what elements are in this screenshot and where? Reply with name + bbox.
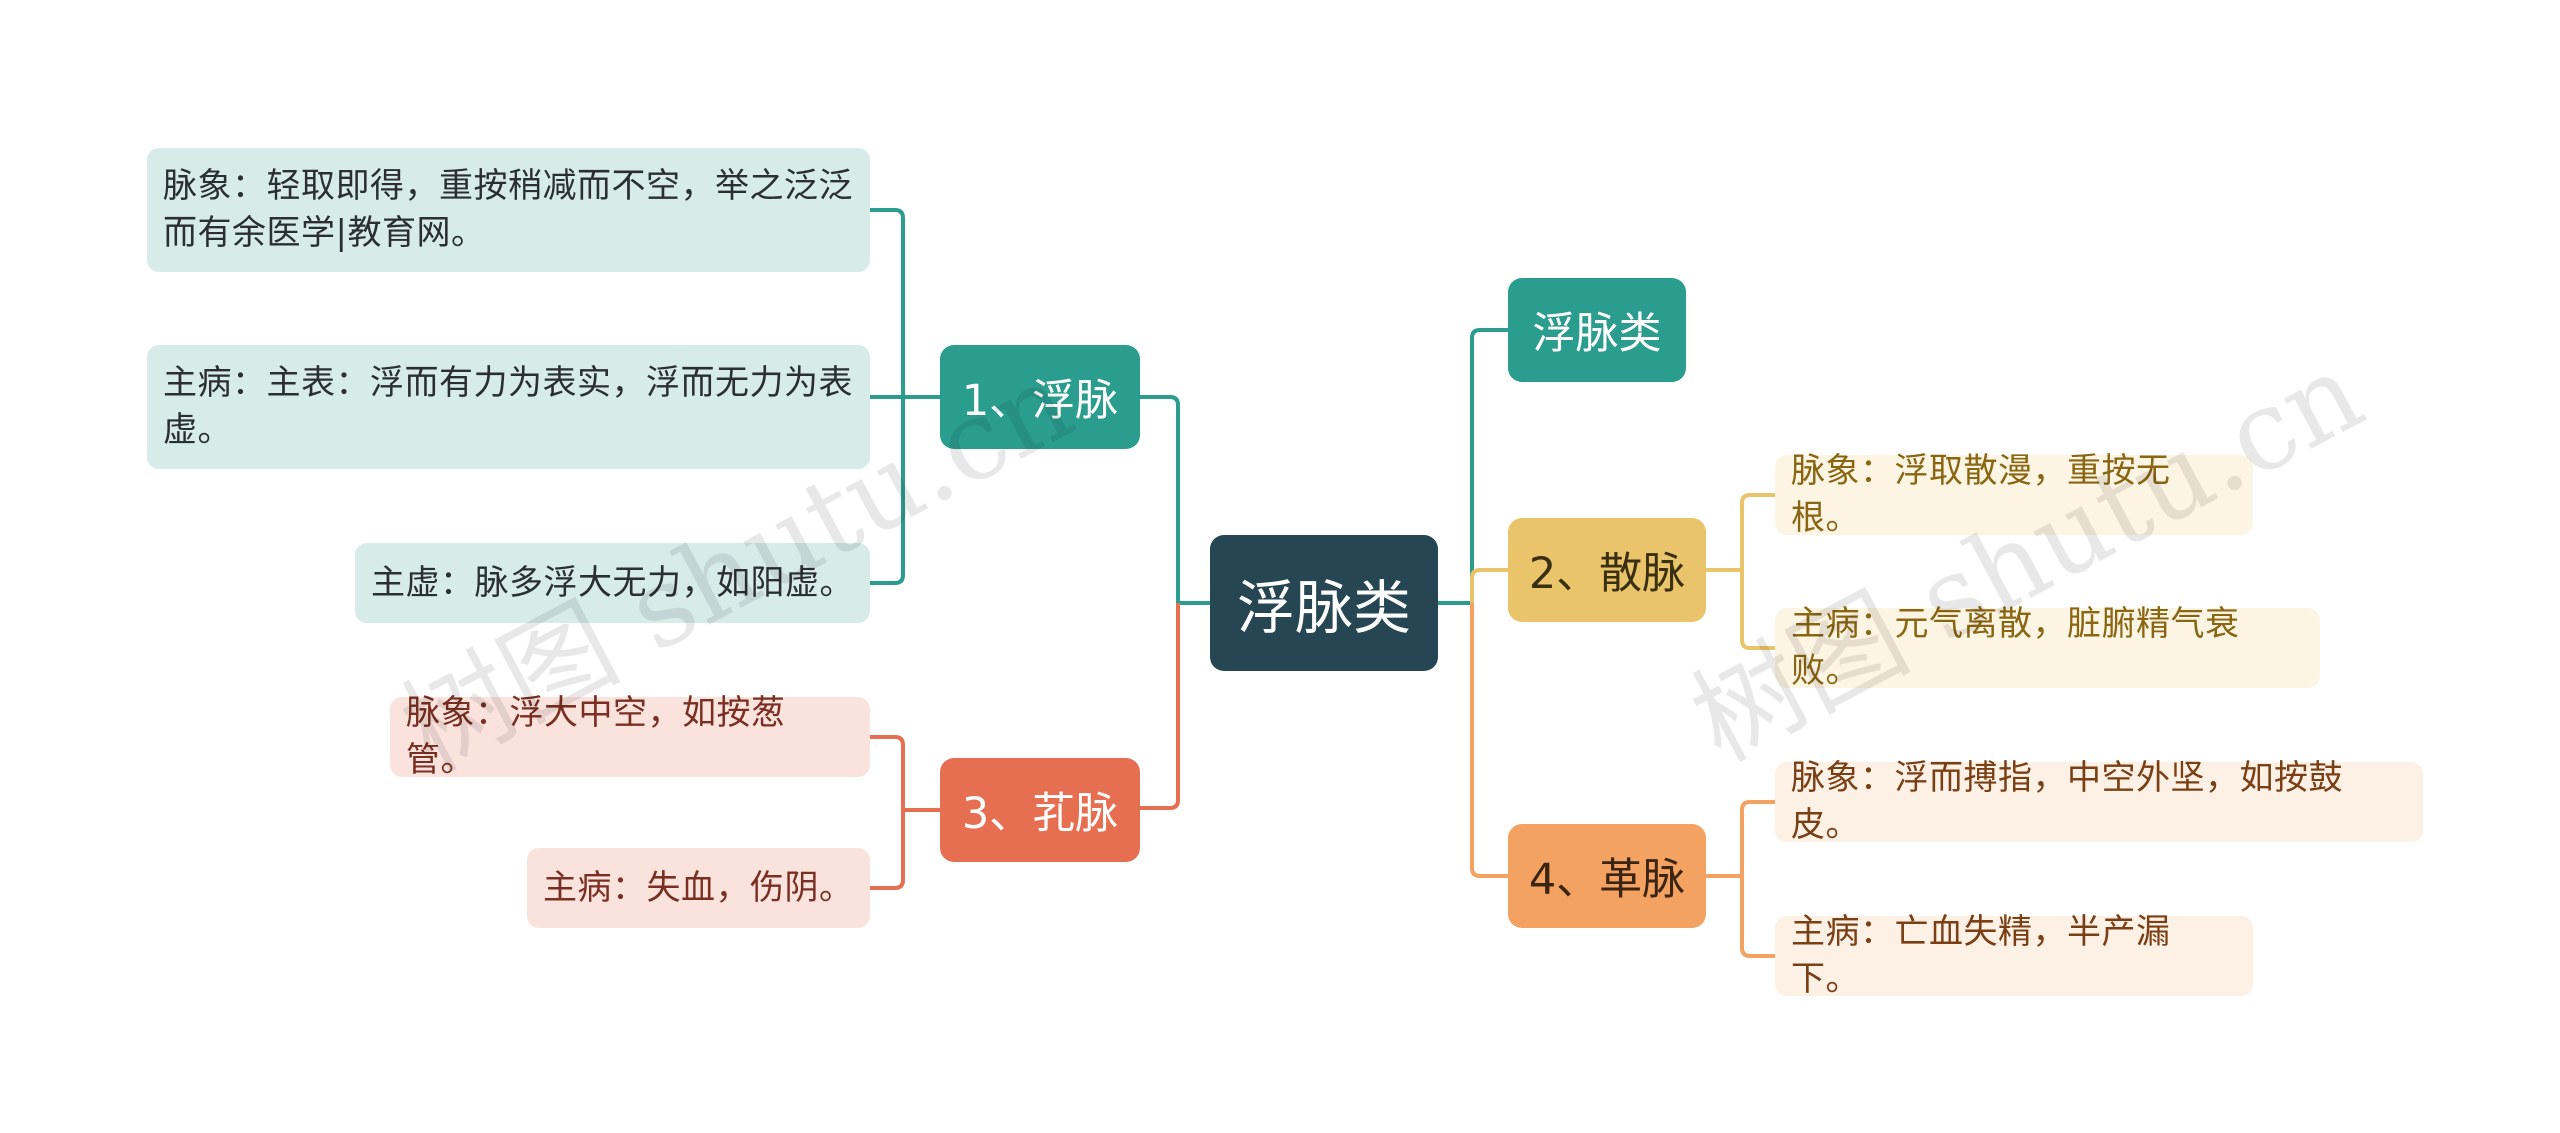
branch-1-leaf-1[interactable]: 脉象：轻取即得，重按稍减而不空，举之泛泛而有余医学|教育网。 bbox=[147, 148, 870, 272]
leaf-text: 主病：失血，伤阴。 bbox=[543, 867, 854, 908]
branch-3-topic[interactable]: 3、芤脉 bbox=[940, 758, 1140, 862]
leaf-text: 脉象：浮取散漫，重按无根。 bbox=[1791, 451, 2171, 538]
branch-1-label: 1、浮脉 bbox=[961, 376, 1119, 426]
watermark-right: 树图 shutu.cn bbox=[1672, 327, 2382, 786]
branch-1-leaf-2[interactable]: 主病：主表：浮而有力为表实，浮而无力为表虚。 bbox=[147, 345, 870, 469]
branch-4-topic[interactable]: 4、革脉 bbox=[1508, 824, 1706, 928]
branch-3-leaf-2[interactable]: 主病：失血，伤阴。 bbox=[527, 848, 870, 928]
leaf-text: 脉象：浮大中空，如按葱管。 bbox=[406, 693, 786, 780]
branch-1-leaf-3[interactable]: 主虚：脉多浮大无力，如阳虚。 bbox=[355, 543, 870, 623]
leaf-text: 主虚：脉多浮大无力，如阳虚。 bbox=[371, 562, 854, 603]
branch-2-label: 2、散脉 bbox=[1528, 549, 1686, 599]
leaf-text: 脉象：轻取即得，重按稍减而不空，举之泛泛而有余医学|教育网。 bbox=[163, 166, 853, 253]
leaf-text: 主病：元气离散，脏腑精气衰败。 bbox=[1791, 604, 2240, 691]
branch-3-leaf-1[interactable]: 脉象：浮大中空，如按葱管。 bbox=[390, 693, 870, 780]
branch-4-leaf-1[interactable]: 脉象：浮而搏指，中空外坚，如按鼓皮。 bbox=[1775, 758, 2423, 845]
branch-2-leaf-1[interactable]: 脉象：浮取散漫，重按无根。 bbox=[1775, 451, 2253, 538]
branch-1-topic[interactable]: 1、浮脉 bbox=[940, 345, 1140, 449]
branch-2-leaf-2[interactable]: 主病：元气离散，脏腑精气衰败。 bbox=[1775, 604, 2320, 691]
branch-0-label: 浮脉类 bbox=[1532, 309, 1662, 359]
leaf-text: 主病：主表：浮而有力为表实，浮而无力为表虚。 bbox=[163, 363, 853, 450]
root-topic-label: 浮脉类 bbox=[1236, 574, 1411, 642]
branch-2-topic[interactable]: 2、散脉 bbox=[1508, 518, 1706, 622]
branch-0-topic[interactable]: 浮脉类 bbox=[1508, 278, 1686, 382]
branch-4-label: 4、革脉 bbox=[1528, 855, 1686, 905]
branch-4-leaf-2[interactable]: 主病：亡血失精，半产漏下。 bbox=[1775, 912, 2253, 999]
leaf-text: 脉象：浮而搏指，中空外坚，如按鼓皮。 bbox=[1791, 758, 2343, 845]
branch-3-label: 3、芤脉 bbox=[961, 789, 1119, 839]
root-topic[interactable]: 浮脉类 bbox=[1210, 535, 1438, 671]
leaf-text: 主病：亡血失精，半产漏下。 bbox=[1791, 912, 2171, 999]
